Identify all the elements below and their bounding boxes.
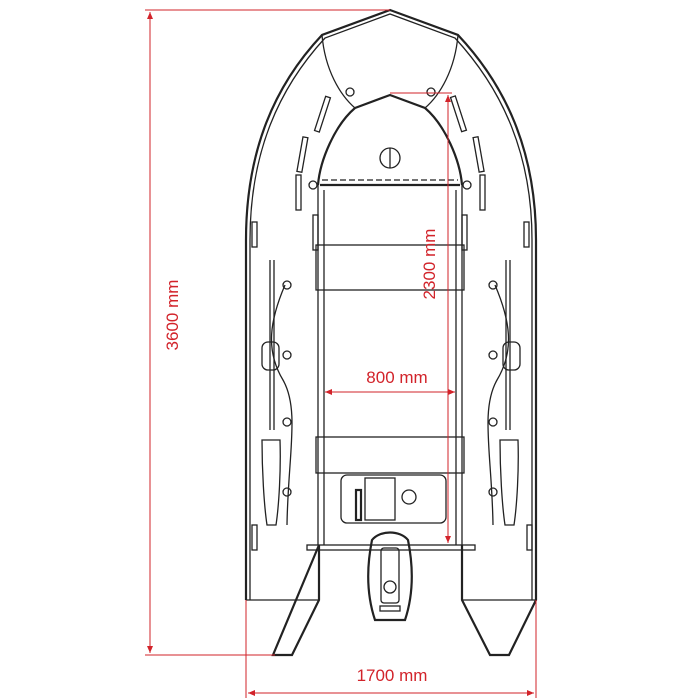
inner-width-label: 800 mm [366,368,427,387]
bow-deck [308,34,472,190]
floor [306,185,476,551]
handles [251,95,533,551]
seat-rear [315,436,465,474]
width-label: 1700 mm [357,666,428,685]
outboard-motor-icon [367,531,413,622]
length-label: 3600 mm [163,280,182,351]
oar-left [261,260,293,526]
inner-length-label: 2300 mm [420,229,439,300]
hull-outline [244,8,538,657]
oar-right [487,260,521,526]
fuel-tank [340,474,447,524]
transom [306,544,476,551]
seat-front [315,244,465,291]
dimension-lines [145,9,537,698]
